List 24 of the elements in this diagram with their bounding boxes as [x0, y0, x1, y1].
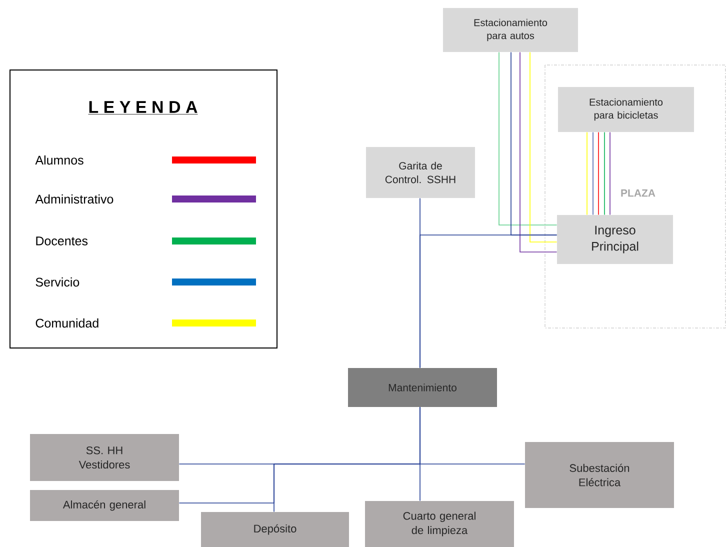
connector-line — [604, 132, 605, 216]
gate-box: Garita de Control. SSHH — [366, 147, 475, 198]
parking-box: Estacionamiento para autos — [443, 8, 578, 52]
legend-title: L E Y E N D A — [88, 101, 198, 114]
area-box: SS. HH Vestidores — [30, 434, 179, 481]
area-box: Cuarto general de limpieza — [365, 501, 514, 547]
connector-line — [420, 234, 558, 368]
connector-line — [592, 132, 594, 216]
legend-label: Docentes — [36, 236, 88, 246]
connector-line — [586, 132, 588, 216]
area-box: Subestación Eléctrica — [525, 442, 674, 508]
connector-line — [530, 52, 558, 242]
legend-label: Servicio — [36, 277, 80, 287]
legend-label: Comunidad — [36, 318, 98, 328]
legend-label: Administrativo — [35, 194, 114, 204]
area-box: Depósito — [201, 512, 349, 547]
area-box: Mantenimiento — [348, 368, 497, 407]
area-box: Almacén general — [30, 490, 179, 521]
entrance-box: Ingreso Principal — [557, 215, 673, 264]
legend-label: Alumnos — [35, 155, 84, 165]
parking-box: Estacionamiento para bicicletas — [558, 87, 694, 132]
connector-line — [598, 132, 599, 216]
connector-line — [520, 52, 558, 252]
connector-line — [498, 52, 558, 226]
